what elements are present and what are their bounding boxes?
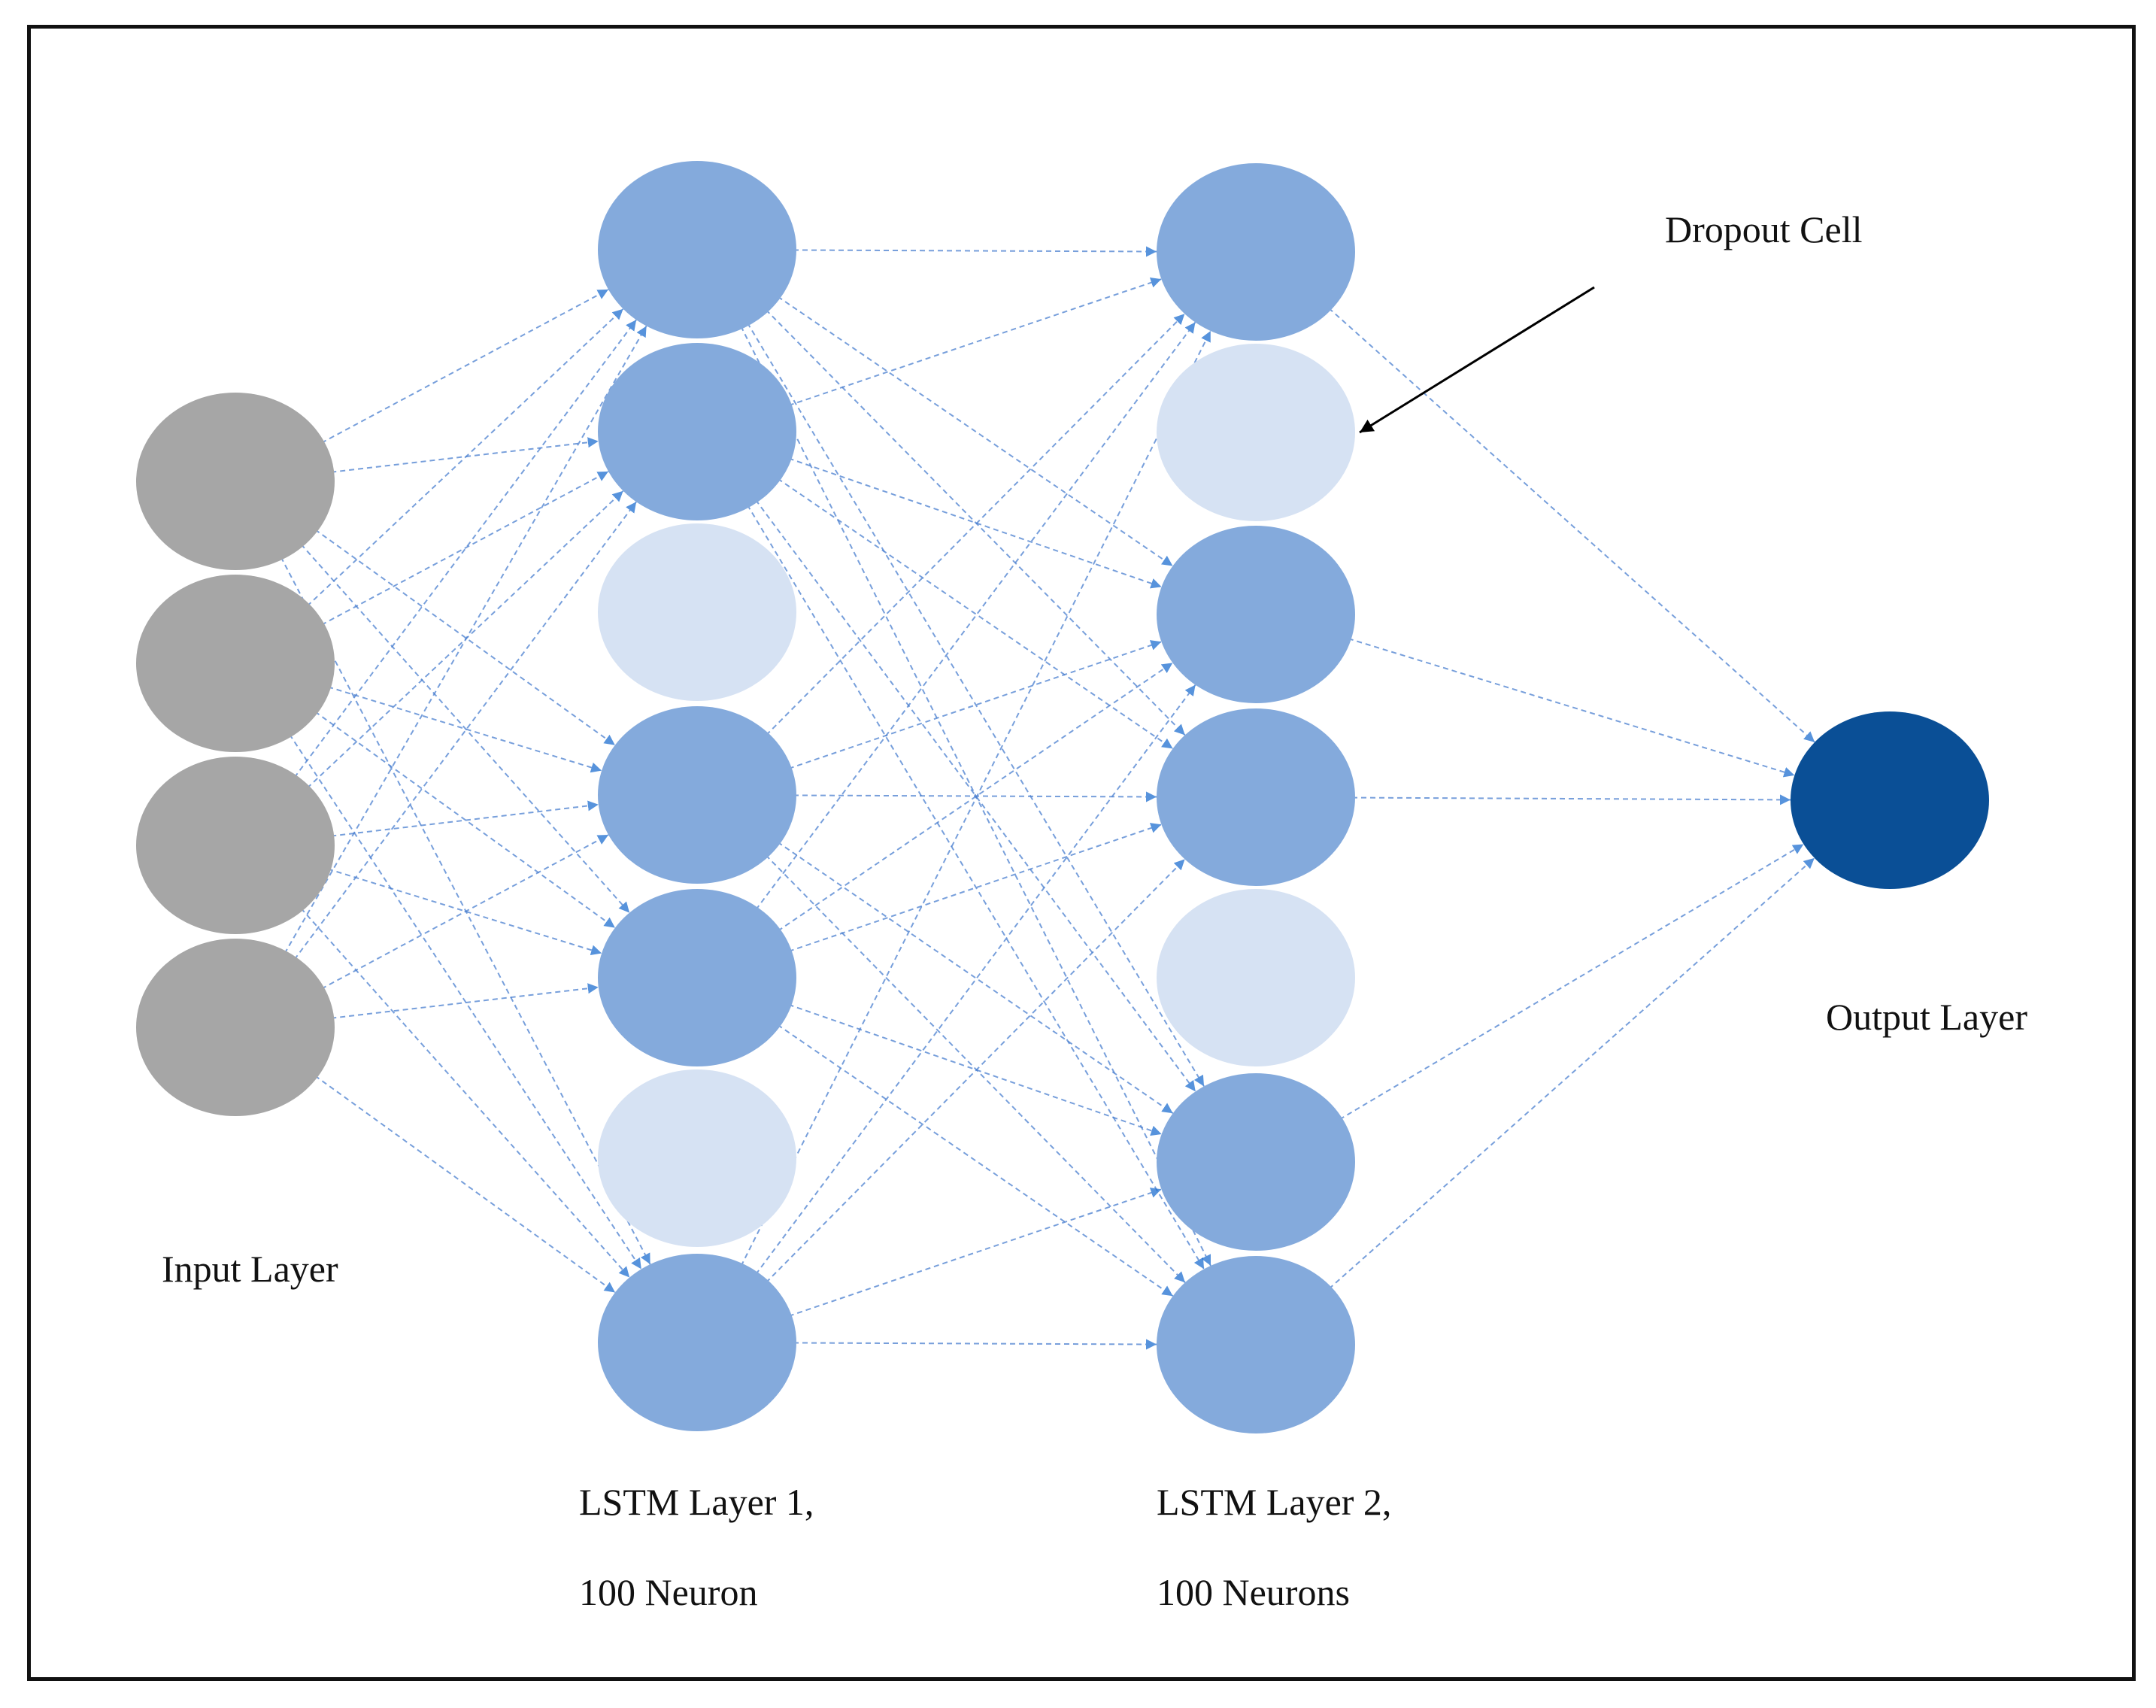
lstm2-neuron xyxy=(1157,163,1355,341)
connection-edge xyxy=(293,319,637,778)
lstm-layer-2-neurons-label: 100 Neurons xyxy=(1157,1571,1350,1613)
connection-edge xyxy=(320,834,609,990)
lstm1-neuron xyxy=(598,706,796,884)
connection-edge xyxy=(314,529,616,746)
connection-edge xyxy=(746,504,1205,1270)
input-neuron xyxy=(136,575,335,752)
input-neuron xyxy=(136,757,335,934)
connection-edge xyxy=(793,791,1157,802)
connection-edge xyxy=(777,1024,1174,1297)
input-neuron xyxy=(136,393,335,570)
connection-edge xyxy=(1348,638,1795,778)
connection-edge xyxy=(280,557,651,1265)
neurons-group xyxy=(136,161,1989,1433)
dropout-callout-arrow xyxy=(1359,286,1595,434)
connection-edge xyxy=(320,289,609,444)
dropout-neuron xyxy=(598,523,796,701)
connection-edge xyxy=(327,868,602,956)
dropout-neuron xyxy=(1157,344,1355,521)
lstm1-neuron xyxy=(598,889,796,1066)
input-neuron xyxy=(136,939,335,1116)
diagram-frame xyxy=(27,25,2136,1681)
output-layer-label: Output Layer xyxy=(1826,996,2027,1038)
input-layer-label: Input Layer xyxy=(162,1248,338,1290)
lstm2-neuron xyxy=(1157,1073,1355,1251)
connection-edge xyxy=(788,1003,1162,1136)
connection-edge xyxy=(1328,857,1815,1290)
connection-edge xyxy=(300,543,630,914)
connection-edge xyxy=(793,246,1157,257)
connection-edge xyxy=(788,823,1162,952)
dropout-cell-label: Dropout Cell xyxy=(1665,208,1863,250)
connection-edge xyxy=(284,325,647,954)
connection-edge xyxy=(777,841,1174,1115)
lstm-layer-1-label: LSTM Layer 1, xyxy=(579,1481,814,1523)
connection-edge xyxy=(306,308,624,607)
dropout-neuron xyxy=(598,1069,796,1247)
connection-edge xyxy=(788,457,1162,589)
connection-edge xyxy=(788,640,1162,769)
connection-edge xyxy=(314,711,616,929)
lstm2-neuron xyxy=(1157,526,1355,703)
connection-edge xyxy=(755,684,1196,1276)
lstm1-neuron xyxy=(598,161,796,338)
connection-edge xyxy=(289,733,642,1270)
connection-edge xyxy=(777,478,1174,750)
lstm2-neuron xyxy=(1157,1256,1355,1433)
lstm1-neuron xyxy=(598,1254,796,1431)
connection-edge xyxy=(765,854,1186,1283)
lstm2-neuron xyxy=(1157,708,1355,886)
connection-edge xyxy=(747,322,1205,1087)
connection-edge xyxy=(314,1075,616,1294)
connection-edge xyxy=(740,330,1211,1267)
connection-edge xyxy=(1339,843,1804,1121)
connection-edge xyxy=(320,471,609,626)
output-neuron xyxy=(1791,711,1989,889)
connection-edge xyxy=(754,499,1196,1092)
connection-edge xyxy=(327,686,602,773)
connection-edge xyxy=(755,321,1196,911)
connection-edge xyxy=(331,437,599,473)
connection-edge xyxy=(331,983,599,1019)
connection-edge xyxy=(293,501,637,960)
connection-edge xyxy=(1328,307,1815,743)
connection-edge xyxy=(788,277,1162,407)
lstm1-neuron xyxy=(598,343,796,520)
lstm-layer-1-neurons-label: 100 Neuron xyxy=(579,1571,758,1613)
connection-edge xyxy=(300,907,630,1279)
connection-edge xyxy=(788,1188,1162,1317)
connection-edge xyxy=(765,309,1186,736)
connection-edge xyxy=(777,662,1173,932)
connection-edge xyxy=(793,1339,1157,1350)
lstm-layer-2-label: LSTM Layer 2, xyxy=(1157,1481,1392,1523)
dropout-neuron xyxy=(1157,889,1355,1066)
connection-edge xyxy=(1351,794,1791,805)
connection-edge xyxy=(777,296,1174,567)
connections-group xyxy=(280,246,1815,1350)
